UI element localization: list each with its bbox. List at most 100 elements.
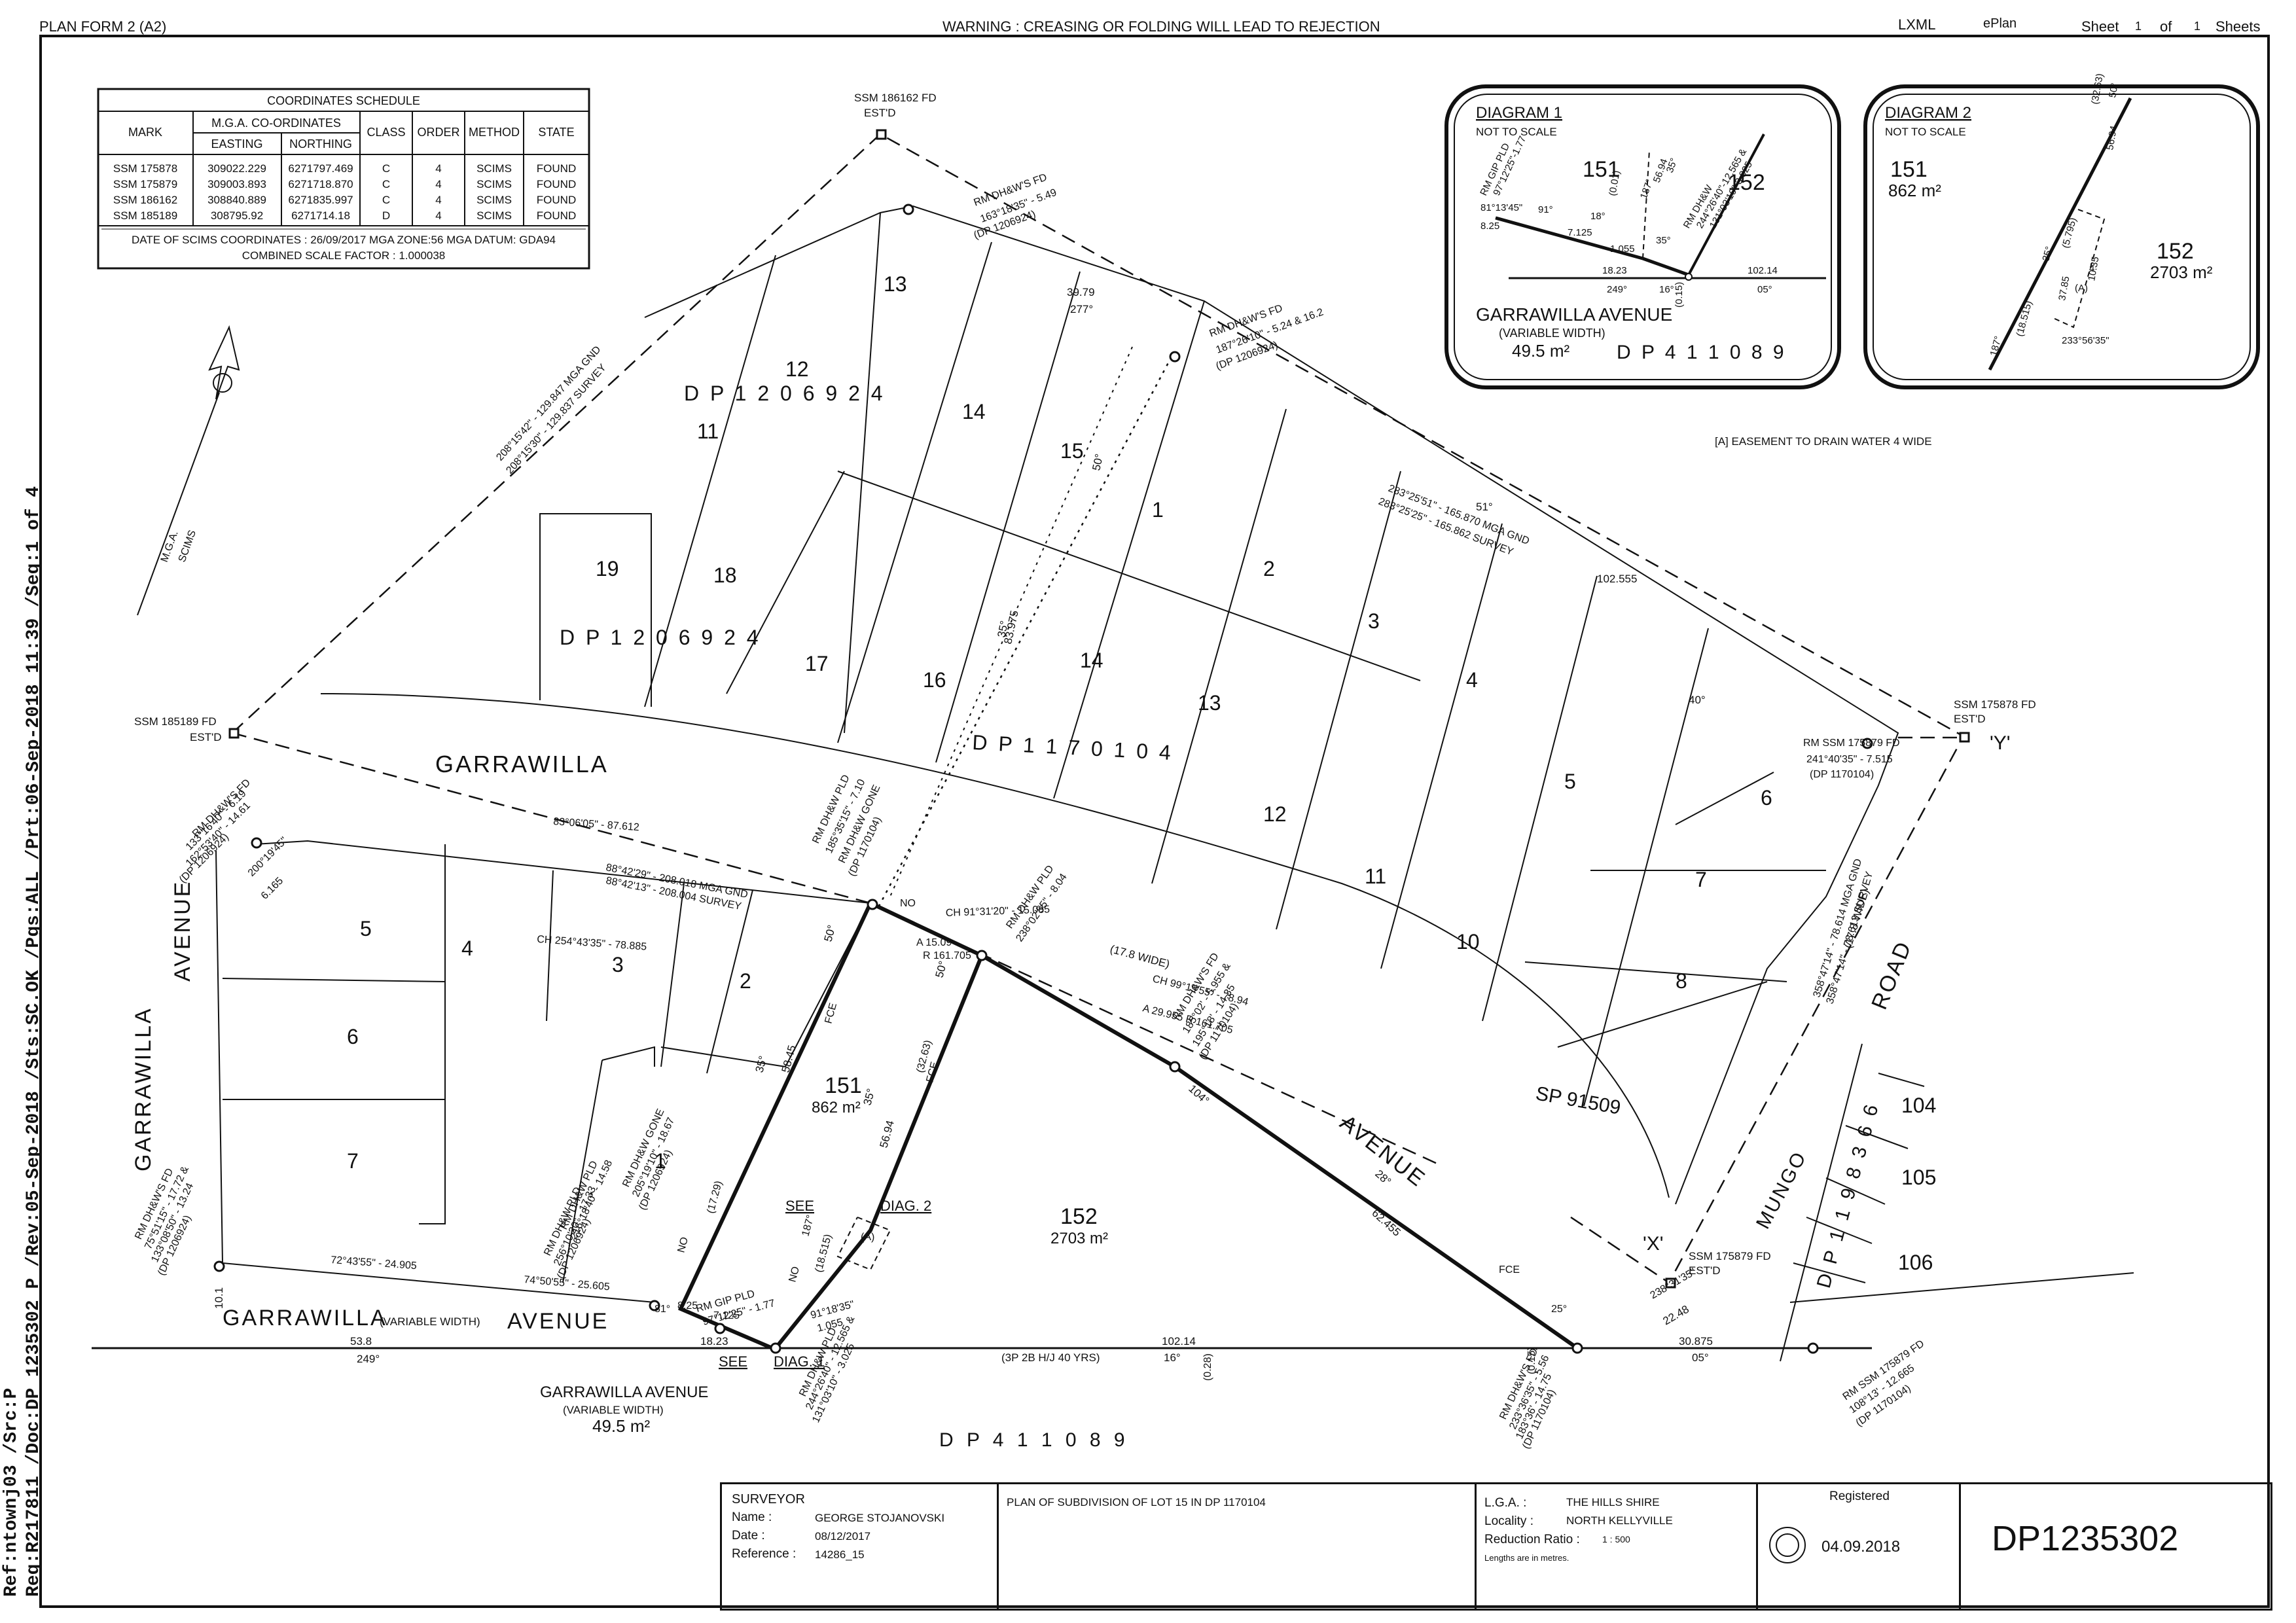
diagram2-label: 233°56'35" xyxy=(2062,335,2109,346)
lot-number: 105 xyxy=(1901,1166,1936,1189)
lot-number: 11 xyxy=(1365,865,1386,888)
svg-text:DIAGRAM 1: DIAGRAM 1 xyxy=(1476,104,1562,122)
dimension-label: 277° xyxy=(1070,303,1093,315)
bearing-label: 8.25 xyxy=(677,1300,698,1311)
schedule-cell: SCIMS xyxy=(476,209,512,222)
svg-text:D P 4 1 1 0 8 9: D P 4 1 1 0 8 9 xyxy=(1617,342,1787,363)
svg-text:151: 151 xyxy=(1890,157,1928,182)
lot-number: 5 xyxy=(1564,770,1576,793)
of-label: of xyxy=(2160,18,2172,35)
locality-label: Locality : xyxy=(1484,1514,1534,1528)
schedule-cell: FOUND xyxy=(537,194,576,206)
easement-note: [A] EASEMENT TO DRAIN WATER 4 WIDE xyxy=(1715,435,1932,448)
registered-label: Registered xyxy=(1829,1489,1890,1503)
svg-text:SSM 175879 FD: SSM 175879 FD xyxy=(1689,1250,1771,1262)
svg-text:EST'D: EST'D xyxy=(1689,1264,1721,1277)
diagram2-label: 4 xyxy=(2089,263,2094,274)
dimension-label: 102.14 xyxy=(1162,1335,1196,1347)
ratio-label: Reduction Ratio : xyxy=(1484,1533,1580,1546)
lot-number: 17 xyxy=(805,652,829,675)
svg-text:ORDER: ORDER xyxy=(417,126,459,139)
diagram1-label: (0.15) xyxy=(1674,282,1685,308)
name-label: Name : xyxy=(732,1510,772,1524)
diagram1-label: 249° xyxy=(1607,284,1627,295)
lot-number: 11 xyxy=(697,419,719,443)
lot-number: 106 xyxy=(1898,1251,1933,1274)
diagram1-label: 1.055 xyxy=(1610,243,1635,255)
easement-line xyxy=(876,356,1173,910)
reference-label: Reference : xyxy=(732,1547,797,1561)
lot-number: 14 xyxy=(962,400,986,423)
svg-text:(VARIABLE WIDTH): (VARIABLE WIDTH) xyxy=(563,1404,664,1416)
lga-value: THE HILLS SHIRE xyxy=(1566,1496,1660,1508)
sheet-label: Sheet xyxy=(2081,18,2119,35)
svg-text:AVENUE: AVENUE xyxy=(170,880,195,982)
lot-number: 19 xyxy=(596,557,619,580)
svg-text:862 m²: 862 m² xyxy=(1888,181,1941,200)
dimension-label: 35° xyxy=(861,1087,878,1107)
diagram1-label: 81°13'45" xyxy=(1480,202,1522,213)
bearing-label: 208°15'30" - 129.837 SURVEY xyxy=(504,362,609,476)
diagram-2: DIAGRAM 2 NOT TO SCALE 151 862 m² 152 27… xyxy=(1863,73,2260,389)
svg-text:GARRAWILLA: GARRAWILLA xyxy=(131,1007,156,1171)
svg-text:D P 1 1 7 0 1 0 4: D P 1 1 7 0 1 0 4 xyxy=(972,730,1174,764)
coordinates-schedule: COORDINATES SCHEDULE MARK M.G.A. CO-ORDI… xyxy=(97,88,590,270)
surveyor-heading: SURVEYOR xyxy=(732,1492,805,1507)
bearing-label: NO xyxy=(900,898,916,909)
svg-text:AVENUE: AVENUE xyxy=(507,1309,609,1334)
ratio-value: 1 : 500 xyxy=(1602,1534,1630,1544)
plan-border xyxy=(39,35,2270,1608)
schedule-cell: 6271797.469 xyxy=(288,162,353,175)
diagram2-label: 35° xyxy=(2040,245,2054,262)
lot-number: 18 xyxy=(713,563,737,587)
bearing-label: NO xyxy=(787,1265,802,1283)
dimension-label: 104° xyxy=(1186,1082,1211,1107)
svg-text:DIAG. 2: DIAG. 2 xyxy=(880,1198,931,1214)
svg-text:MARK: MARK xyxy=(128,126,162,139)
dimension-label: 39.79 xyxy=(1067,286,1095,298)
svg-text:GARRAWILLA AVENUE: GARRAWILLA AVENUE xyxy=(1476,304,1672,325)
schedule-cell: C xyxy=(382,178,390,190)
lot-number: 7 xyxy=(347,1149,359,1173)
lot-number: 10 xyxy=(1456,930,1480,954)
schedule-cell: SSM 186162 xyxy=(113,194,177,206)
diagram1-label: 18.23 xyxy=(1602,265,1627,276)
schedule-cell: 309022.229 xyxy=(207,162,266,175)
svg-text:M.G.A. CO-ORDINATES: M.G.A. CO-ORDINATES xyxy=(211,116,341,130)
date-label: Date : xyxy=(732,1529,765,1543)
lot-number: 6 xyxy=(1761,786,1772,810)
bearing-label: 187° xyxy=(800,1214,816,1238)
svg-text:MUNGO: MUNGO xyxy=(1752,1147,1811,1232)
lot-number: 3 xyxy=(1368,609,1380,633)
svg-text:151: 151 xyxy=(1583,157,1620,182)
svg-text:152: 152 xyxy=(1060,1204,1098,1229)
lot-number: 6 xyxy=(347,1025,359,1048)
bearing-label: FCE xyxy=(823,1002,839,1025)
schedule-cell: 6271714.18 xyxy=(291,209,350,222)
svg-text:NORTHING: NORTHING xyxy=(289,137,352,151)
diagram-1: DIAGRAM 1 NOT TO SCALE 151 152 GARRAWILL… xyxy=(1444,84,1841,389)
svg-text:D P 4 1 1 0 8 9: D P 4 1 1 0 8 9 xyxy=(939,1429,1129,1451)
lot-number: 8 xyxy=(1676,969,1687,993)
schedule-cell: FOUND xyxy=(537,209,576,222)
diagram1-label: 05° xyxy=(1757,284,1772,295)
lot-number: 1 xyxy=(1152,498,1164,522)
bearing-label: (0.28) xyxy=(1202,1353,1213,1381)
svg-text:EST'D: EST'D xyxy=(864,107,896,119)
schedule-cell: SSM 175878 xyxy=(113,162,177,175)
svg-text:EST'D: EST'D xyxy=(1954,713,1986,725)
svg-text:DIAGRAM 2: DIAGRAM 2 xyxy=(1885,104,1971,122)
svg-text:GARRAWILLA: GARRAWILLA xyxy=(223,1306,387,1330)
bearing-label: FCE xyxy=(1499,1264,1520,1275)
svg-text:D P 1 2 0 6 9 2 4: D P 1 2 0 6 9 2 4 xyxy=(560,626,761,649)
svg-text:2703 m²: 2703 m² xyxy=(1050,1230,1108,1247)
schedule-cell: SCIMS xyxy=(476,194,512,206)
reference-value: 14286_15 xyxy=(815,1548,865,1561)
lxml-label: LXML xyxy=(1898,16,1936,33)
dimension-label: (17.8 WIDE) xyxy=(1109,943,1171,971)
lengths-note: Lengths are in metres. xyxy=(1484,1553,1570,1563)
svg-text:49.5 m²: 49.5 m² xyxy=(592,1416,650,1436)
existing-lots xyxy=(215,205,2134,1362)
bearing-label: (A) xyxy=(861,1232,874,1243)
